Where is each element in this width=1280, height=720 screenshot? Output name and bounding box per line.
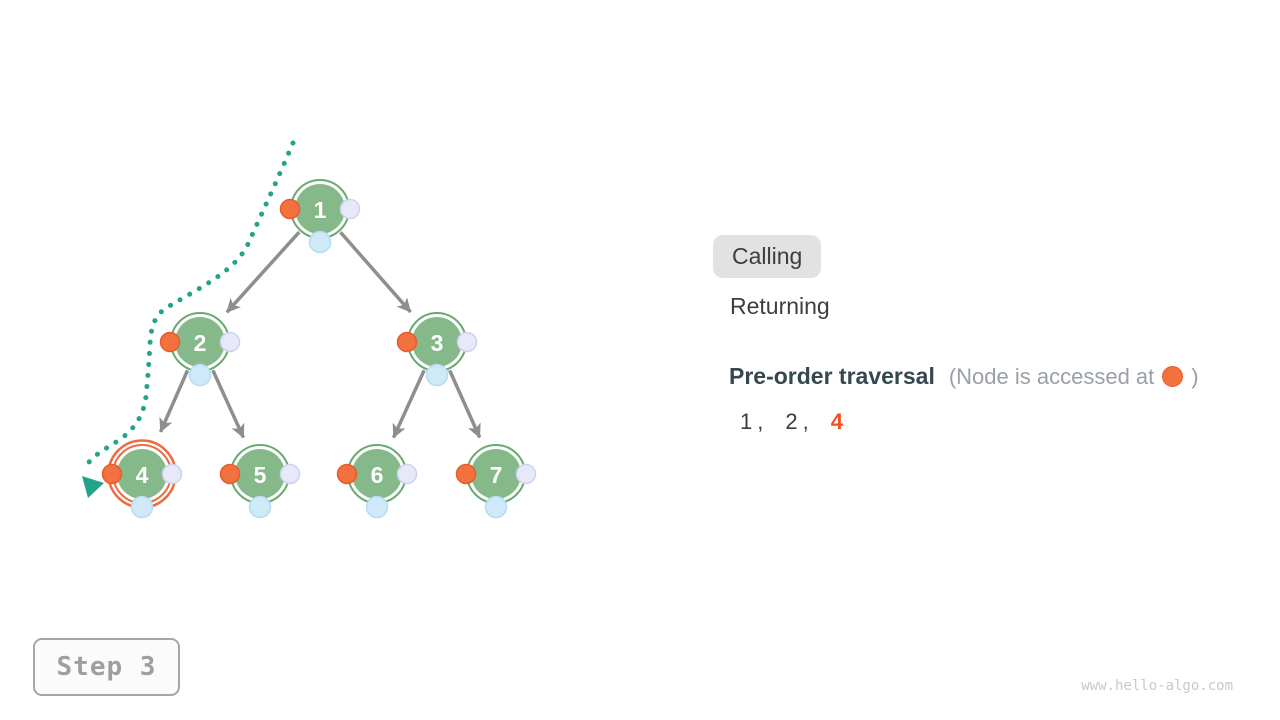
right-slot-dot-icon: [515, 463, 537, 485]
step-badge: Step 3: [33, 638, 180, 696]
tree-edge-1-2: [225, 230, 301, 314]
traversal-title: Pre-order traversal: [729, 363, 935, 389]
access-dot-icon: [279, 198, 301, 220]
access-dot-icon: [396, 331, 418, 353]
tree-edge-3-6: [391, 369, 426, 439]
tree-nodes: 1 2 3 4 5 6 7: [101, 179, 537, 519]
node-label: 3: [431, 330, 444, 356]
tree-edge-2-5: [211, 369, 246, 439]
traversal-sequence: 1,2,4: [740, 409, 843, 435]
binary-tree-diagram: 1 2 3 4 5 6 7: [82, 140, 537, 519]
node-label: 2: [194, 330, 207, 356]
traversal-header: Pre-order traversal (Node is accessed at…: [729, 363, 1199, 390]
bottom-slot-dot-icon: [365, 495, 389, 519]
tree-node-3: 3: [396, 312, 478, 387]
sequence-value: 4: [830, 409, 843, 434]
trace-dotted-path: [83, 140, 296, 469]
sequence-comma: ,: [802, 409, 809, 434]
tree-node-5: 5: [219, 444, 301, 519]
access-dot-icon: [1162, 366, 1184, 387]
sequence-value: 1: [740, 409, 753, 434]
tree-edges: [158, 230, 482, 439]
tree-node-1: 1: [279, 179, 361, 254]
tree-node-4: 4: [101, 439, 183, 519]
sequence-comma: ,: [757, 409, 764, 434]
node-circle: [175, 317, 225, 367]
node-label: 5: [254, 462, 267, 488]
watermark: www.hello-algo.com: [1081, 678, 1233, 694]
node-circle: [352, 449, 402, 499]
bottom-slot-dot-icon: [425, 363, 449, 387]
traversal-note-prefix: (Node is accessed at: [948, 363, 1155, 389]
access-dot-icon: [455, 463, 477, 485]
bottom-slot-dot-icon: [130, 495, 154, 519]
legend-item-calling: Calling: [713, 235, 822, 278]
right-slot-dot-icon: [456, 331, 478, 353]
bottom-slot-dot-icon: [248, 495, 272, 519]
tree-edge-3-7: [448, 369, 482, 439]
node-circle: [295, 184, 345, 234]
right-slot-dot-icon: [339, 198, 361, 220]
access-dot-icon: [101, 463, 123, 485]
traversal-trace: [82, 140, 296, 498]
trace-pointer-triangle-icon: [82, 476, 104, 498]
node-circle: [235, 449, 285, 499]
right-slot-dot-icon: [279, 463, 301, 485]
tree-edge-2-4: [158, 369, 190, 433]
node-circle: [471, 449, 521, 499]
access-dot-icon: [159, 331, 181, 353]
node-circle: [117, 449, 167, 499]
tree-edge-1-3: [339, 231, 412, 314]
access-dot-icon: [336, 463, 358, 485]
node-label: 6: [371, 462, 384, 488]
legend: Calling Returning: [713, 235, 830, 320]
node-label: 1: [314, 197, 327, 223]
tree-node-2: 2: [159, 312, 241, 387]
bottom-slot-dot-icon: [484, 495, 508, 519]
right-slot-dot-icon: [161, 463, 183, 485]
sequence-value: 2: [785, 409, 798, 434]
bottom-slot-dot-icon: [188, 363, 212, 387]
tree-node-6: 6: [336, 444, 418, 519]
node-label: 4: [136, 462, 149, 488]
access-dot-icon: [219, 463, 241, 485]
right-slot-dot-icon: [219, 331, 241, 353]
node-circle: [412, 317, 462, 367]
bottom-slot-dot-icon: [308, 230, 332, 254]
tree-node-7: 7: [455, 444, 537, 519]
right-slot-dot-icon: [396, 463, 418, 485]
node-label: 7: [490, 462, 503, 488]
traversal-note-suffix: ): [1191, 363, 1199, 389]
legend-item-returning: Returning: [730, 293, 830, 319]
